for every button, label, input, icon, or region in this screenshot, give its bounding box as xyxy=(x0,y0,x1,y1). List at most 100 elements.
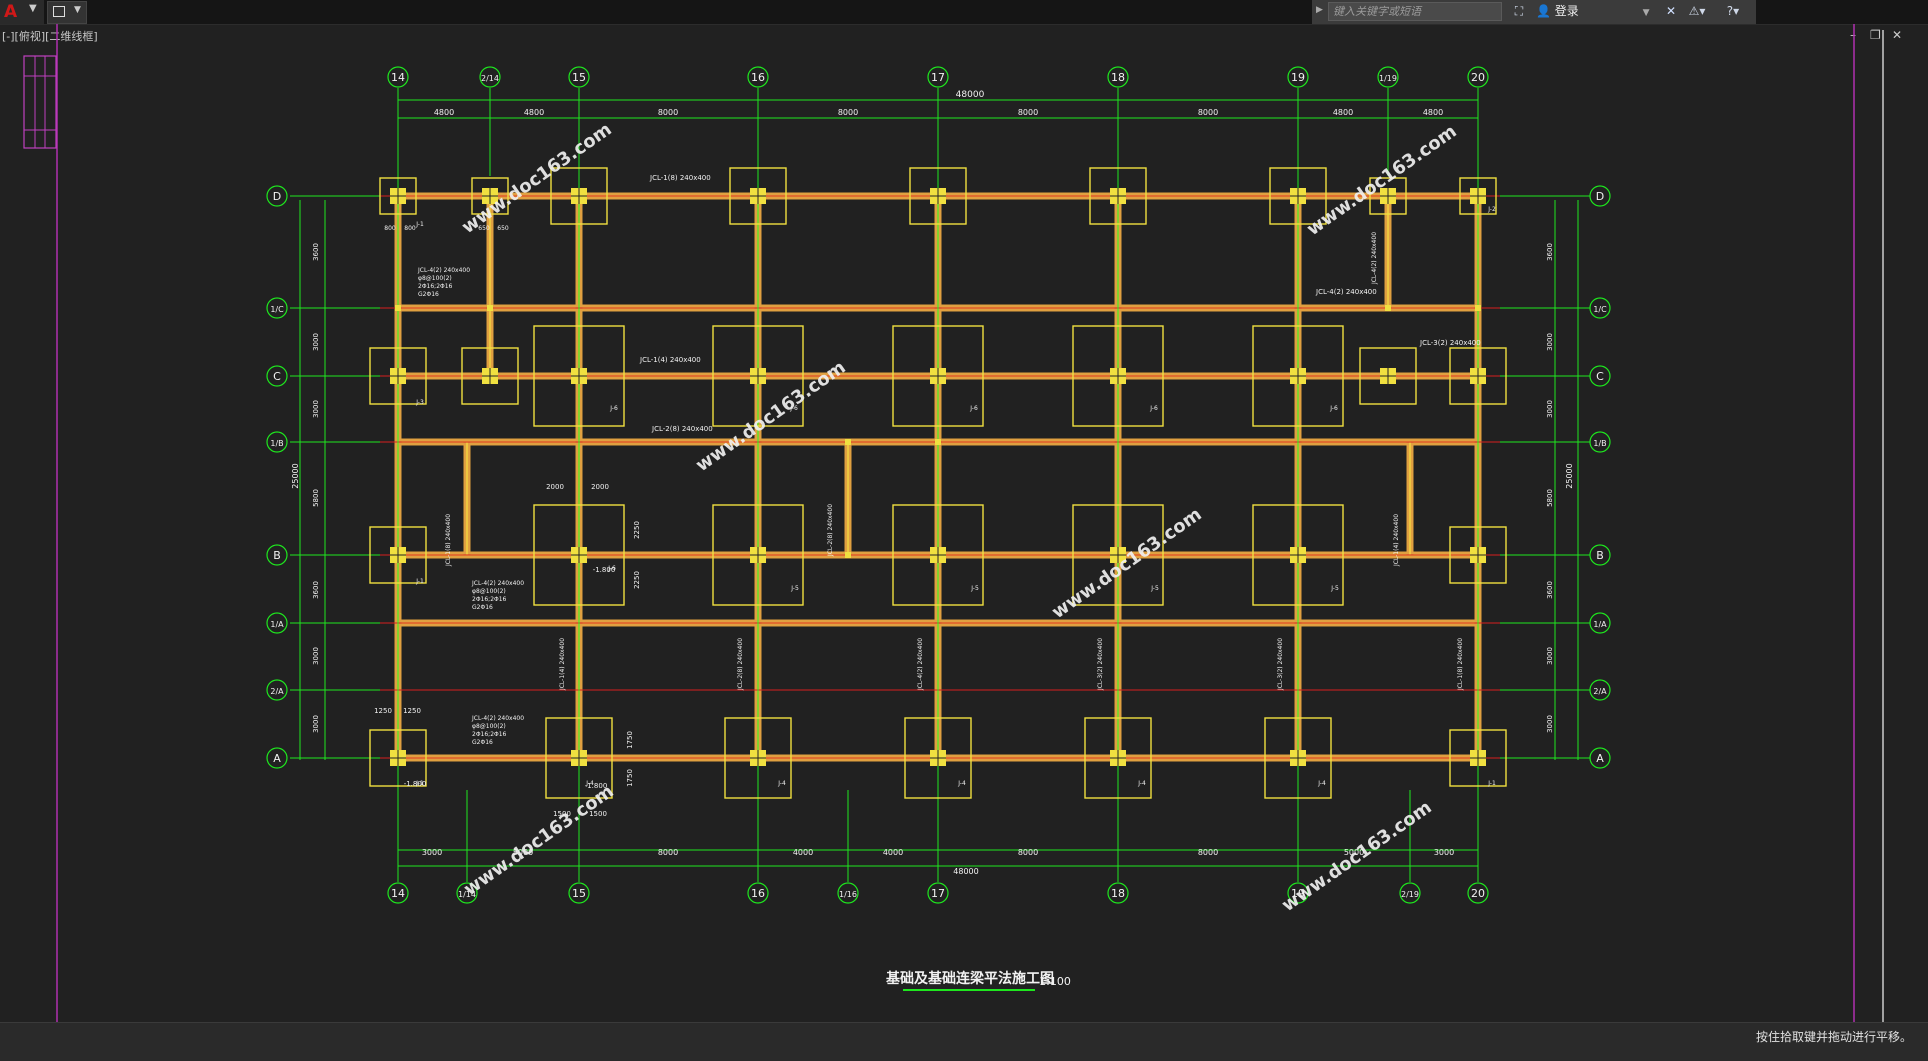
beam-node xyxy=(1475,305,1481,311)
beam-label: JCL-2(8) 240x400 xyxy=(737,638,744,691)
footing-outline xyxy=(892,504,984,606)
info-center: ▶ ⛶ 👤 登录 ▼ ✕ ⚠▾ ?▾ xyxy=(1312,0,1756,24)
application-menu-button[interactable]: A ▼ xyxy=(0,0,44,24)
viewport-controls[interactable]: [-][俯视][二维线框] xyxy=(2,30,98,43)
footing-label: J-1 xyxy=(415,780,424,787)
login-button[interactable]: 👤 登录 ▼ xyxy=(1536,3,1650,22)
axis-bubble-label: D xyxy=(273,190,281,203)
footing-dimension: 2000 xyxy=(546,483,564,491)
footing-outline xyxy=(461,347,519,405)
dimension-text: 3000 xyxy=(312,400,320,418)
dimension-text: 8000 xyxy=(658,848,678,857)
axis-bubble-label: 1/A xyxy=(1593,620,1607,629)
footing-label: J-6 xyxy=(1149,405,1158,412)
drawing-window-controls: – ❐ ✕ xyxy=(1850,28,1920,48)
footing-outline xyxy=(1089,167,1147,225)
footing-label: J-3 xyxy=(415,399,424,406)
minimize-icon[interactable]: – xyxy=(1850,28,1856,42)
beam-label: JCL-3(2) 240x400 xyxy=(1419,339,1481,347)
dimension-text: 4800 xyxy=(1423,108,1443,117)
axis-bubble-label: 15 xyxy=(572,71,586,84)
dimension-text: 3000 xyxy=(1434,848,1454,857)
footing-outline xyxy=(1449,729,1507,787)
dimension-text: 4000 xyxy=(793,848,813,857)
axis-bubble xyxy=(1287,882,1309,904)
dimension-text: 4800 xyxy=(524,108,544,117)
axis-bubble xyxy=(1589,747,1611,769)
binoculars-icon[interactable]: ⛶ xyxy=(1514,4,1524,18)
footing-outline xyxy=(712,325,804,427)
dimension-text: 8000 xyxy=(1018,108,1038,117)
beam-note: JCL-4(2) 240x400 xyxy=(417,267,470,274)
axis-bubble xyxy=(1287,66,1309,88)
axis-bubble-label: 1/C xyxy=(270,305,284,314)
beam-node xyxy=(487,305,493,311)
axis-bubble xyxy=(747,66,769,88)
beam-label: JCL-2(8) 240x400 xyxy=(651,425,713,433)
axis-bubble-label: 15 xyxy=(572,887,586,900)
beam-label: JCL-1(8) 240x400 xyxy=(649,174,711,182)
footing-outline xyxy=(1072,504,1164,606)
dimension-text: 3600 xyxy=(1546,243,1554,261)
axis-bubble-label: 2/19 xyxy=(1401,890,1419,899)
axis-bubble-label: 20 xyxy=(1471,887,1485,900)
footing-outline xyxy=(545,717,613,799)
dimension-text: 4000 xyxy=(883,848,903,857)
exchange-icon[interactable]: ✕ xyxy=(1665,4,1677,18)
axis-bubble xyxy=(266,747,288,769)
drawing-scale: 1:100 xyxy=(1039,975,1071,988)
footing-dimension: 1250 xyxy=(374,707,392,715)
elevation-label: -1.800 xyxy=(593,566,616,574)
footing-dimension: 1500 xyxy=(589,810,607,818)
dimension-text: 3600 xyxy=(1546,581,1554,599)
expand-arrow-icon[interactable]: ▶ xyxy=(1316,5,1323,15)
axis-bubble xyxy=(1589,612,1611,634)
footing-label: J-4 xyxy=(777,780,786,787)
close-icon[interactable]: ✕ xyxy=(1892,28,1903,42)
dimension-text: 3000 xyxy=(1546,400,1554,418)
axis-bubble-label: C xyxy=(273,370,281,383)
autodesk-a360-icon[interactable]: ⚠▾ xyxy=(1688,4,1706,18)
footing-outline xyxy=(1369,177,1407,215)
footing-label: J-6 xyxy=(969,405,978,412)
footing-outline xyxy=(1252,325,1344,427)
chevron-down-icon: ▼ xyxy=(29,3,37,14)
footing-label: J-5 xyxy=(1330,585,1339,592)
title-block-stamp xyxy=(23,55,57,149)
dimension-text: 3000 xyxy=(312,715,320,733)
axis-bubble-label: B xyxy=(1596,549,1604,562)
beam-note: 2Φ16;2Φ16 xyxy=(472,596,507,603)
footing-outline xyxy=(379,177,417,215)
axis-bubble xyxy=(387,66,409,88)
elevation-label: -1.800 xyxy=(404,780,427,788)
footing-label: J-1 xyxy=(415,578,424,585)
dimension-text: 4800 xyxy=(434,108,454,117)
dimension-text: 3600 xyxy=(312,581,320,599)
search-input[interactable] xyxy=(1328,2,1502,21)
footing-outline xyxy=(1252,504,1344,606)
axis-bubble-label: 1/B xyxy=(270,439,283,448)
footing-dimension: 1750 xyxy=(626,769,634,787)
axis-bubble-label: 20 xyxy=(1471,71,1485,84)
dimension-text: 3000 xyxy=(312,333,320,351)
beam-node xyxy=(1385,305,1391,311)
restore-icon[interactable]: ❐ xyxy=(1870,28,1881,42)
dimension-text: 8000 xyxy=(838,108,858,117)
footing-outline xyxy=(892,325,984,427)
quick-access-toolbar[interactable]: ▼ xyxy=(47,1,87,24)
axis-bubble-label: 1/C xyxy=(1593,305,1607,314)
beam-note: G2Φ16 xyxy=(418,291,439,298)
footing-dimension: 2000 xyxy=(591,483,609,491)
footing-label: J-5 xyxy=(790,585,799,592)
axis-bubble xyxy=(266,612,288,634)
axis-bubble xyxy=(1399,882,1421,904)
beam-label: JCL-1(4) 240x400 xyxy=(1393,514,1400,567)
footing-outline xyxy=(550,167,608,225)
axis-bubble xyxy=(1107,882,1129,904)
footing-outline xyxy=(909,167,967,225)
beam-note: φ8@100(2) xyxy=(418,275,452,282)
help-icon[interactable]: ?▾ xyxy=(1726,4,1740,18)
status-bar: 按住拾取键并拖动进行平移。 xyxy=(0,1022,1928,1061)
beam-label: JCL-3(2) 240x400 xyxy=(1277,638,1284,691)
